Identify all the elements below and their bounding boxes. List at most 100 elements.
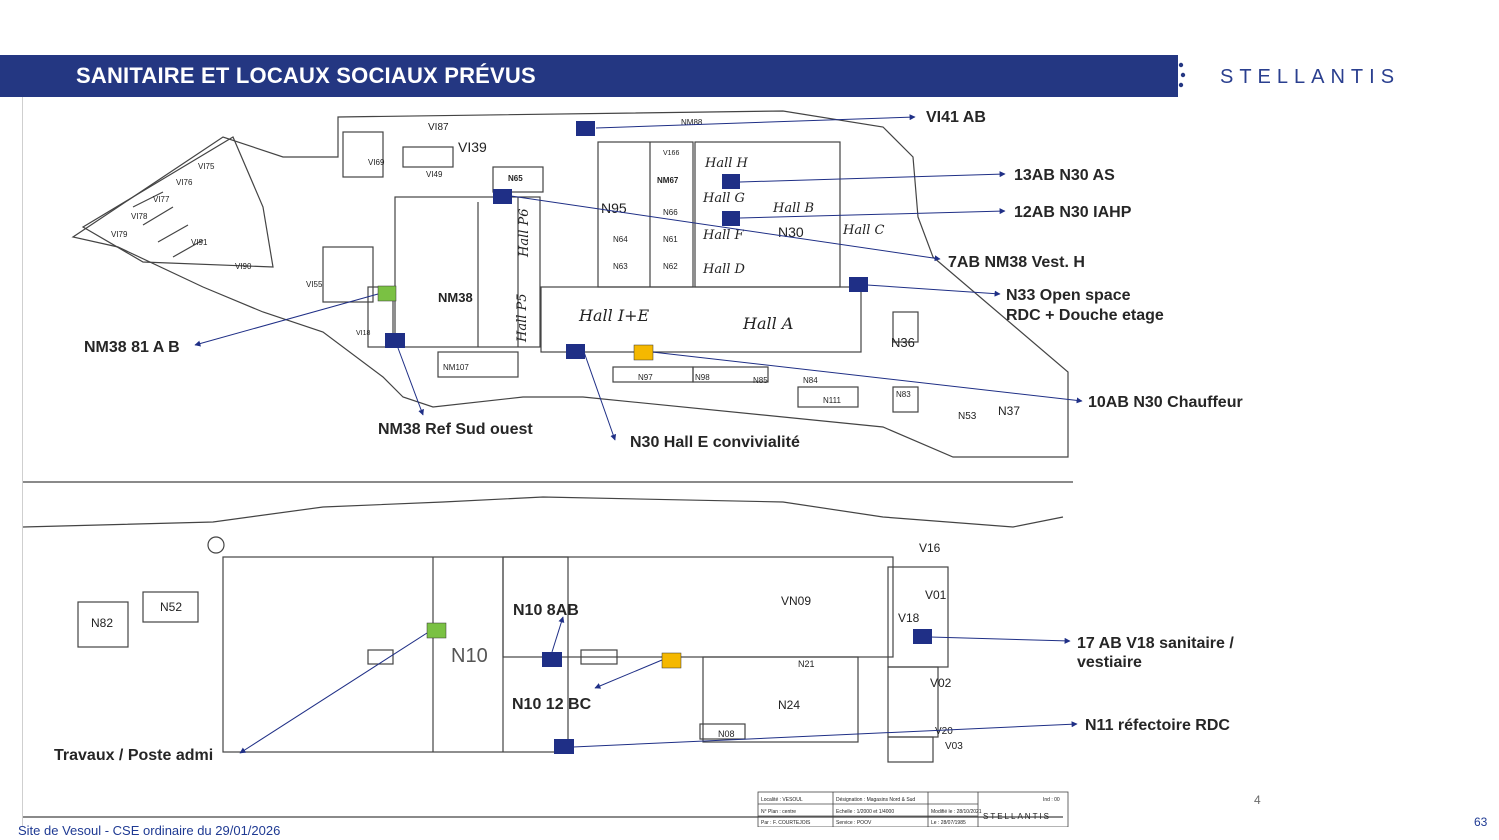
label-vi41: VI41 AB (926, 109, 986, 126)
bld-n84: N84 (803, 376, 818, 385)
bld-n21: N21 (798, 659, 815, 669)
bld-nm107: NM107 (443, 363, 469, 372)
bld-n83: N83 (896, 390, 911, 399)
bld-n36: N36 (891, 335, 915, 350)
bld-n85: N85 (753, 376, 768, 385)
cartouche-plan: N° Plan : centre (761, 809, 796, 815)
bld-n53: N53 (958, 411, 977, 422)
hall-p5: Hall P5 (515, 293, 530, 343)
label-13ab: 13AB N30 AS (1014, 167, 1115, 184)
stellantis-logo: STELLANTIS (1220, 64, 1430, 94)
marker-n30-hall[interactable] (566, 344, 585, 359)
slide-title: SANITAIRE ET LOCAUX SOCIAUX PRÉVUS (76, 63, 536, 88)
logo-text: STELLANTIS (1220, 66, 1401, 88)
bld-v16: V16 (919, 541, 941, 555)
marker-10ab[interactable] (633, 344, 654, 361)
marker-vi41[interactable] (576, 121, 595, 136)
cartouche-by: Par : F. COURTEJOIS (761, 820, 811, 826)
bld-vi75: VI75 (198, 162, 215, 171)
hall-b: Hall B (772, 201, 814, 216)
hall-a: Hall A (742, 314, 793, 333)
label-n33-line1: N33 Open space (1006, 287, 1131, 304)
cartouche-service: Service : POOV (836, 820, 872, 826)
cartouche-date: Le : 28/07/1985 (931, 820, 966, 826)
hall-p6: Hall P6 (517, 208, 532, 258)
bld-n64: N64 (613, 235, 628, 244)
marker-n10-8ab[interactable] (542, 652, 562, 667)
cartouche-brand: STELLANTIS (983, 812, 1051, 821)
bld-vi87: VI87 (428, 122, 449, 133)
label-17ab-line1: 17 AB V18 sanitaire / (1077, 635, 1234, 652)
bld-vi49: VI49 (426, 170, 443, 179)
label-n33-line2: RDC + Douche etage (1006, 307, 1164, 324)
bld-nm67: NM67 (657, 176, 679, 185)
bld-vi77: VI77 (153, 195, 170, 204)
label-nm38-81: NM38 81 A B (84, 339, 180, 356)
cartouche-designation: Désignation : Magasins Nord & Sud (836, 797, 915, 803)
bld-n98: N98 (695, 373, 710, 382)
bld-vi79: VI79 (111, 230, 128, 239)
bld-v166: V166 (663, 150, 679, 157)
site-plan-drawing: VI87 VI39 VI69 VI49 N65 N95 V166 NM67 N6… (22, 110, 1073, 828)
bld-vi39: VI39 (458, 139, 487, 155)
south-site-plan (22, 481, 1073, 818)
bld-vi18: VI18 (356, 330, 371, 337)
bld-n82: N82 (91, 616, 113, 630)
marker-n11[interactable] (554, 739, 574, 754)
bld-v18: V18 (898, 611, 920, 625)
bld-n111: N111 (823, 396, 841, 405)
label-nm38-ref: NM38 Ref Sud ouest (378, 421, 533, 438)
marker-12ab[interactable] (722, 211, 740, 226)
bld-nm88: NM88 (681, 118, 703, 127)
hall-g: Hall G (702, 191, 745, 206)
hall-c: Hall C (842, 223, 885, 238)
bld-v02: V02 (930, 676, 952, 690)
bld-v20: V20 (935, 726, 953, 737)
marker-nm38-81[interactable] (377, 285, 397, 302)
bld-n66: N66 (663, 208, 678, 217)
bld-v03: V03 (945, 741, 963, 752)
marker-13ab[interactable] (722, 174, 740, 189)
page-number: 63 (1474, 815, 1488, 829)
bld-nm38: NM38 (438, 290, 473, 305)
label-12ab: 12AB N30 IAHP (1014, 204, 1132, 221)
marker-7ab[interactable] (493, 189, 512, 204)
marker-n10-12bc[interactable] (661, 652, 682, 669)
label-17ab-line2: vestiaire (1077, 654, 1142, 671)
marker-nm38-ref[interactable] (385, 333, 405, 348)
bld-v01: V01 (925, 588, 947, 602)
site-plan-image: VI87 VI39 VI69 VI49 N65 N95 V166 NM67 N6… (22, 97, 1073, 828)
label-n10-12bc: N10 12 BC (512, 696, 592, 713)
brand-dots-icon (1171, 58, 1186, 93)
cartouche-index: Ind : 00 (1043, 797, 1060, 803)
bld-vn09: VN09 (781, 594, 811, 608)
hall-f: Hall F (702, 228, 745, 243)
hall-h: Hall H (704, 156, 749, 171)
bld-n65: N65 (508, 174, 523, 183)
cartouche-scale: Echelle : 1/2000 et 1/4000 (836, 809, 894, 815)
label-travaux: Travaux / Poste admi (54, 747, 214, 764)
title-bar: SANITAIRE ET LOCAUX SOCIAUX PRÉVUS (0, 55, 1178, 97)
bld-n52: N52 (160, 600, 182, 614)
bld-n37: N37 (998, 404, 1020, 418)
bld-n97: N97 (638, 373, 653, 382)
sub-page-number: 4 (1254, 793, 1261, 807)
marker-17ab[interactable] (913, 629, 932, 644)
bld-n24: N24 (778, 698, 800, 712)
footer-text: Site de Vesoul - CSE ordinaire du 29/01/… (18, 823, 281, 838)
bld-n10: N10 (451, 645, 488, 667)
bld-vi91: VI91 (191, 238, 208, 247)
label-7ab: 7AB NM38 Vest. H (948, 254, 1085, 271)
bld-n08: N08 (718, 729, 735, 739)
bld-n63: N63 (613, 262, 628, 271)
cartouche-locality: Localité : VESOUL (761, 797, 803, 803)
marker-travaux[interactable] (426, 622, 447, 639)
bld-vi69: VI69 (368, 158, 385, 167)
label-n30-hall: N30 Hall E convivialité (630, 434, 800, 451)
bld-n61: N61 (663, 235, 678, 244)
hall-ie: Hall I+E (578, 306, 650, 325)
label-n11: N11 réfectoire RDC (1085, 717, 1230, 734)
marker-n33[interactable] (849, 277, 868, 292)
hall-d: Hall D (702, 262, 746, 277)
